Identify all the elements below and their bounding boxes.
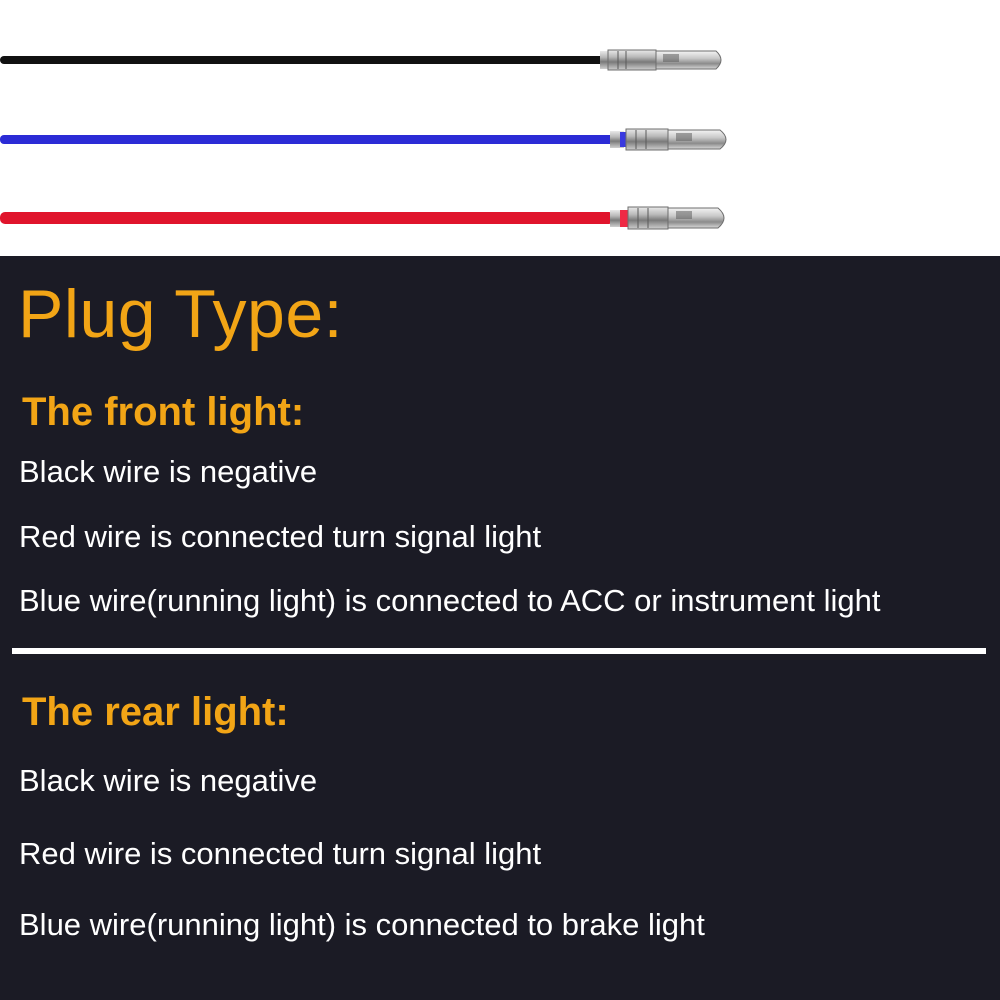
front-line-blue: Blue wire(running light) is connected to… [19,583,881,618]
info-panel: Plug Type: The front light: Black wire i… [0,256,1000,1000]
section-divider [12,648,986,654]
wires-photo [0,0,1000,256]
front-light-title: The front light: [22,390,305,434]
front-line-red: Red wire is connected turn signal light [19,519,542,554]
rear-light-title: The rear light: [22,690,289,734]
black-wire [0,49,722,71]
rear-line-red: Red wire is connected turn signal light [19,836,542,871]
front-line-black: Black wire is negative [19,454,318,489]
blue-wire [0,128,727,151]
plug-type-heading: Plug Type: [18,276,344,352]
rear-line-blue: Blue wire(running light) is connected to… [19,907,705,942]
red-wire [0,206,725,230]
rear-line-black: Black wire is negative [19,763,318,798]
